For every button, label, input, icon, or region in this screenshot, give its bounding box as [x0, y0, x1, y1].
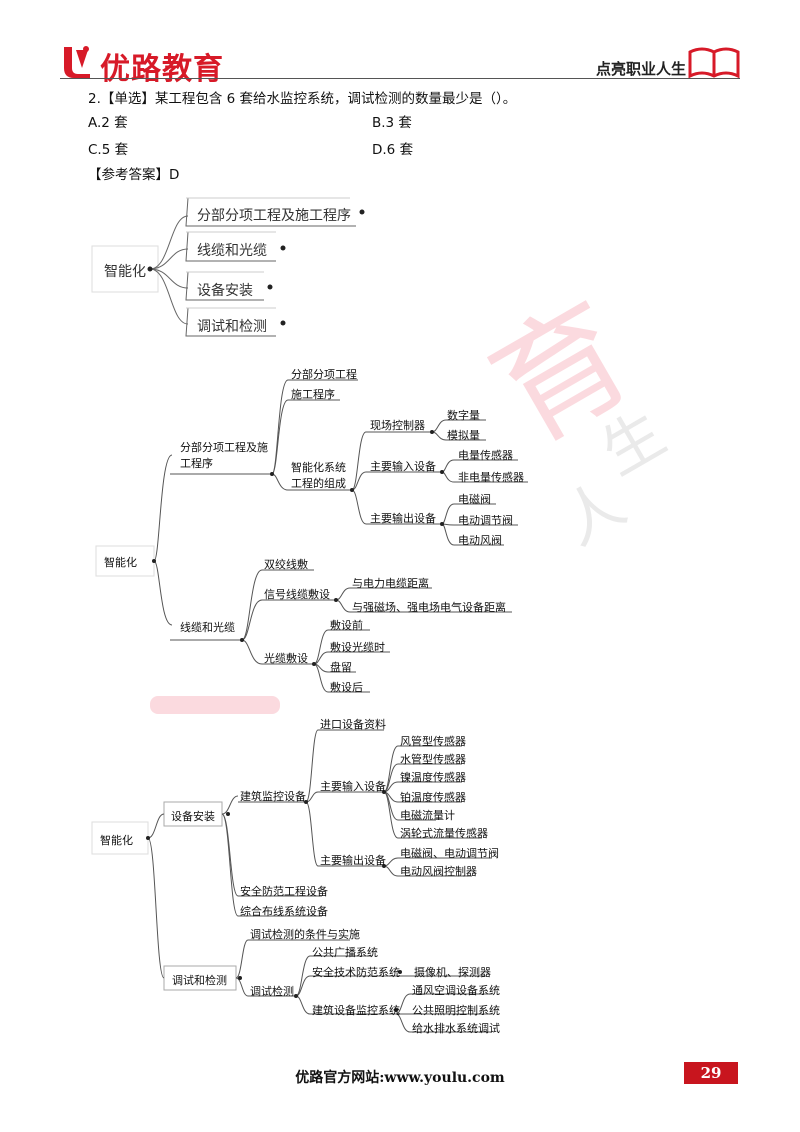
map2-signal-1: 与电力电缆距离: [352, 577, 429, 590]
map2-fiber-2: 敷设光缆时: [330, 641, 385, 654]
map2-fiber-3: 盘留: [330, 661, 352, 674]
map3-bldg: 建筑监控设备: [240, 790, 306, 803]
map3-input-6: 涡轮式流量传感器: [400, 827, 488, 840]
map1-child-1: 分部分项工程及施工程序: [197, 208, 351, 224]
option-b: B.3 套: [372, 115, 412, 131]
map3-input-4: 铂温度传感器: [400, 791, 466, 804]
map2-digital: 数字量: [447, 409, 480, 422]
map2-branch-1: 分部分项工程及施工程序: [180, 441, 268, 470]
map2-input: 主要输入设备: [370, 460, 436, 473]
footer-website: 优路官方网站:www.youlu.com: [295, 1070, 505, 1086]
reference-answer: 【参考答案】D: [88, 167, 180, 183]
map3-sec-1: 摄像机、探测器: [414, 966, 491, 979]
map3-bms: 建筑设备监控系统: [312, 1004, 400, 1017]
slogan: 点亮职业人生: [596, 60, 687, 78]
map3-security: 安全防范工程设备: [240, 885, 328, 898]
map3-root: 智能化: [100, 834, 133, 847]
open-book-icon: [688, 47, 740, 78]
map2-output-3: 电动风阀: [458, 534, 502, 547]
map3-input-1: 风管型传感器: [400, 735, 466, 748]
brand-name: 优路教育: [100, 52, 224, 87]
map2-b1-item-2: 施工程序: [291, 388, 335, 401]
map2-b1-item-3: 智能化系统工程的组成: [291, 461, 346, 490]
question-stem: 2.【单选】某工程包含 6 套给水监控系统，调试检测的数量最少是（）。: [88, 91, 517, 107]
map3-output: 主要输出设备: [320, 854, 386, 867]
map2-twisted: 双绞线敷: [264, 558, 308, 571]
map3-pa: 公共广播系统: [312, 946, 378, 959]
map3-cabling: 综合布线系统设备: [240, 905, 328, 918]
map2-output-2: 电动调节阀: [458, 514, 513, 527]
map2-signal-2: 与强磁场、强电场电气设备距离: [352, 601, 506, 614]
map2-root: 智能化: [104, 556, 137, 569]
map3-input: 主要输入设备: [320, 780, 386, 793]
map2-input-1: 电量传感器: [458, 449, 513, 462]
map3-input-2: 水管型传感器: [400, 753, 466, 766]
map2-output-1: 电磁阀: [458, 493, 491, 506]
map1-child-2: 线缆和光缆: [197, 243, 267, 259]
map2-branch-2: 线缆和光缆: [180, 621, 235, 634]
map2-signal: 信号线缆敷设: [264, 588, 330, 601]
map3-sec: 安全技术防范系统: [312, 966, 400, 979]
map2-fiber: 光缆敷设: [264, 652, 308, 665]
map3-bms-1: 通风空调设备系统: [412, 984, 500, 997]
map3-import: 进口设备资料: [320, 718, 386, 731]
map3-input-3: 镍温度传感器: [400, 771, 466, 784]
map2-analog: 模拟量: [447, 429, 480, 442]
map3-bms-3: 给水排水系统调试: [412, 1022, 500, 1035]
map2-field-controller: 现场控制器: [370, 419, 425, 432]
map3-branch-4: 调试和检测: [172, 974, 227, 987]
map2-b1-item-1: 分部分项工程: [291, 368, 357, 381]
page-number: 29: [684, 1062, 738, 1084]
map2-fiber-4: 敷设后: [330, 681, 363, 694]
map3-test: 调试检测: [250, 985, 294, 998]
map2-input-2: 非电量传感器: [458, 471, 524, 484]
map2-fiber-1: 敷设前: [330, 619, 363, 632]
page-header: 优路教育 点亮职业人生: [0, 0, 800, 87]
map3-cond: 调试检测的条件与实施: [250, 928, 360, 941]
map1-root: 智能化: [104, 264, 146, 280]
youlu-logo-icon: [64, 46, 90, 78]
map3-branch-3: 设备安装: [171, 810, 215, 823]
option-d: D.6 套: [372, 142, 414, 158]
map2-output: 主要输出设备: [370, 512, 436, 525]
option-a: A.2 套: [88, 115, 128, 131]
header-divider: [60, 78, 740, 79]
map3-input-5: 电磁流量计: [400, 809, 455, 822]
map3-output-2: 电动风阀控制器: [400, 865, 477, 878]
map3-output-1: 电磁阀、电动调节阀: [400, 847, 499, 860]
map3-bms-2: 公共照明控制系统: [412, 1004, 500, 1017]
map1-child-4: 调试和检测: [197, 319, 267, 335]
option-c: C.5 套: [88, 142, 129, 158]
map1-child-3: 设备安装: [197, 283, 253, 299]
